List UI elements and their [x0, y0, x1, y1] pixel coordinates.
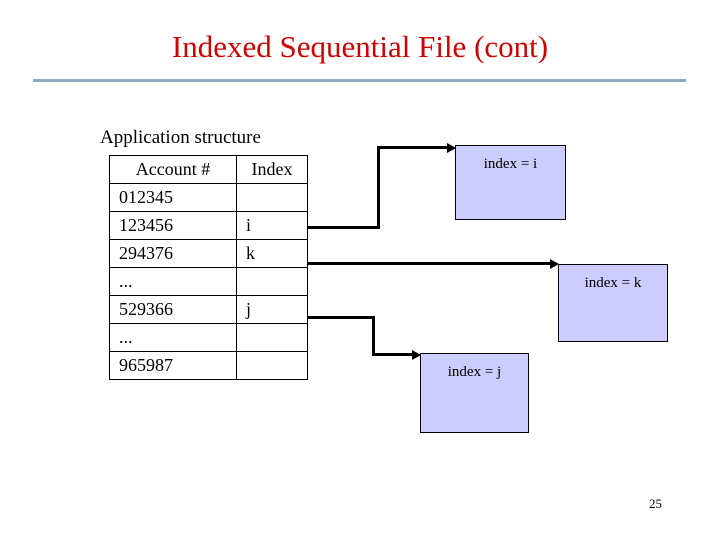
- index-box-j: index = j: [420, 353, 529, 433]
- cell-account: 529366: [109, 295, 237, 324]
- index-box-i-label: index = i: [483, 156, 538, 172]
- cell-index: j: [236, 295, 308, 324]
- table-row: 012345: [109, 183, 308, 212]
- index-box-k: index = k: [558, 264, 668, 342]
- index-box-j-label: index = j: [447, 364, 502, 380]
- cell-index: k: [236, 239, 308, 268]
- table-header-row: Account # Index: [109, 155, 308, 184]
- index-box-i: index = i: [455, 145, 566, 220]
- table-row: 965987: [109, 351, 308, 380]
- cell-index: [236, 323, 308, 352]
- table-row: 294376 k: [109, 239, 308, 268]
- account-index-table: Account # Index 012345 123456 i 294376 k…: [109, 155, 308, 380]
- connector-i-segment-vertical: [377, 146, 380, 229]
- title-divider: [33, 79, 686, 82]
- connector-k-segment-horizontal: [307, 262, 552, 265]
- connector-j-segment-horizontal-upper: [307, 316, 375, 319]
- cell-account: ...: [109, 267, 237, 296]
- connector-i-segment-horizontal-lower: [307, 226, 380, 229]
- column-header-index: Index: [236, 155, 308, 184]
- application-structure-label: Application structure: [100, 127, 261, 148]
- connector-j-segment-horizontal-lower: [372, 353, 414, 356]
- connector-j-segment-vertical: [372, 316, 375, 356]
- cell-index: [236, 351, 308, 380]
- connector-i-arrowhead: [447, 143, 456, 153]
- cell-index: [236, 267, 308, 296]
- cell-account: 012345: [109, 183, 237, 212]
- index-box-k-label: index = k: [584, 275, 642, 291]
- table-row: ...: [109, 323, 308, 352]
- column-header-account: Account #: [109, 155, 237, 184]
- connector-j-arrowhead: [412, 350, 421, 360]
- cell-index: i: [236, 211, 308, 240]
- cell-account: ...: [109, 323, 237, 352]
- cell-index: [236, 183, 308, 212]
- connector-k-arrowhead: [550, 259, 559, 269]
- page-title: Indexed Sequential File (cont): [171, 29, 549, 64]
- connector-i-segment-horizontal-upper: [377, 146, 449, 149]
- page-number: 25: [649, 496, 662, 511]
- cell-account: 294376: [109, 239, 237, 268]
- table-row: ...: [109, 267, 308, 296]
- cell-account: 965987: [109, 351, 237, 380]
- table-row: 529366 j: [109, 295, 308, 324]
- cell-account: 123456: [109, 211, 237, 240]
- table-row: 123456 i: [109, 211, 308, 240]
